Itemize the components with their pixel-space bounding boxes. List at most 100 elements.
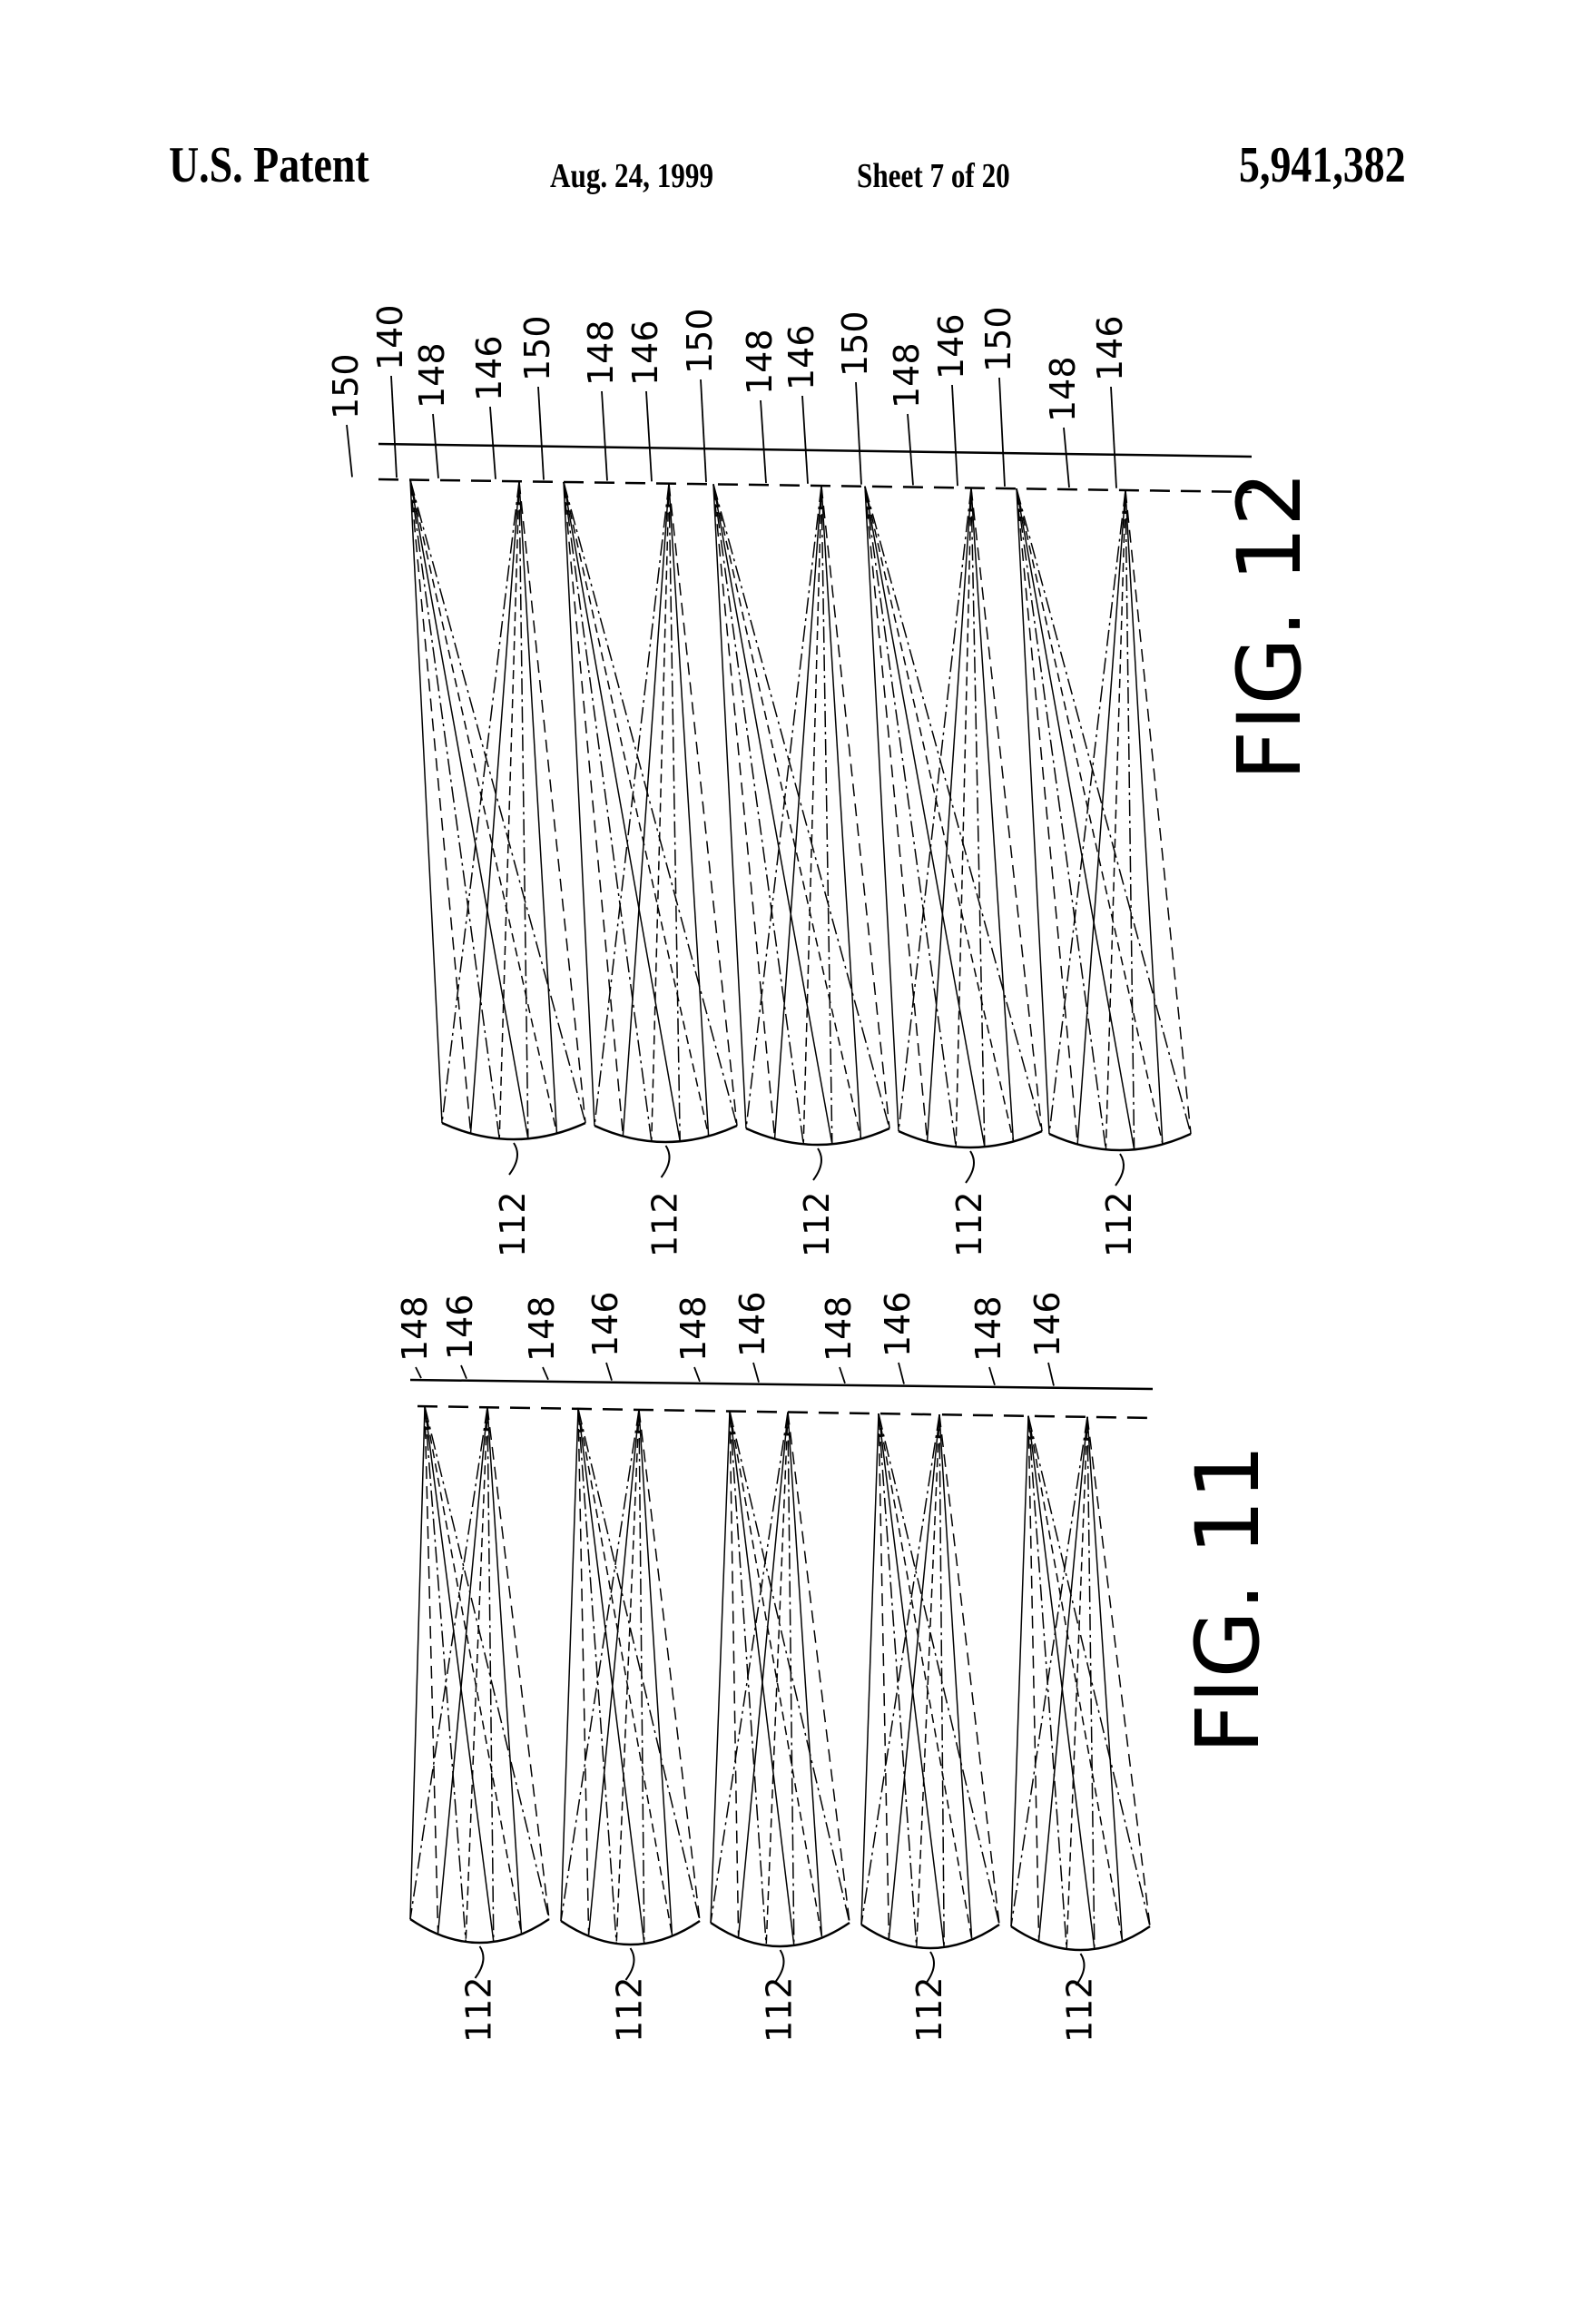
leader-line bbox=[855, 381, 862, 485]
reference-numeral-label: 146 bbox=[732, 1291, 772, 1357]
reference-plane-line bbox=[409, 1378, 1154, 1391]
reference-numeral-label: 146 bbox=[469, 335, 509, 401]
lens-leader-line bbox=[474, 1945, 485, 1979]
reference-numeral-label: 150 bbox=[326, 353, 366, 419]
light-ray bbox=[712, 484, 747, 1129]
lens-label-112: 112 bbox=[610, 1976, 650, 2043]
light-ray bbox=[864, 486, 957, 1147]
lens-label-112: 112 bbox=[949, 1191, 989, 1257]
lens-leader-line bbox=[508, 1142, 518, 1176]
light-ray bbox=[409, 479, 529, 1139]
light-ray bbox=[820, 486, 833, 1145]
light-ray bbox=[710, 1412, 789, 1924]
light-ray bbox=[938, 1414, 1000, 1925]
light-ray bbox=[409, 479, 558, 1133]
leader-line bbox=[346, 424, 353, 478]
light-ray bbox=[1125, 489, 1135, 1150]
reference-numeral-label: 146 bbox=[781, 324, 821, 390]
light-ray bbox=[560, 1408, 579, 1922]
leader-line bbox=[752, 1362, 760, 1383]
light-ray bbox=[787, 1412, 823, 1937]
leader-line bbox=[693, 1366, 701, 1383]
leader-line bbox=[988, 1366, 996, 1386]
lens-leader-line bbox=[774, 1949, 785, 1983]
light-ray bbox=[577, 1408, 645, 1944]
leader-line bbox=[390, 375, 398, 478]
lens-112-arc bbox=[1048, 1132, 1192, 1152]
lens-leader-line bbox=[965, 1150, 975, 1184]
light-ray bbox=[409, 479, 443, 1124]
leader-line bbox=[700, 379, 707, 483]
reference-numeral-label: 148 bbox=[581, 320, 621, 386]
light-ray bbox=[1027, 1415, 1096, 1949]
light-ray bbox=[1125, 489, 1192, 1135]
lens-leader-line bbox=[1075, 1953, 1086, 1986]
light-ray bbox=[898, 487, 972, 1132]
light-ray bbox=[1016, 488, 1164, 1144]
light-ray bbox=[888, 1414, 940, 1939]
reference-numeral-label: 148 bbox=[740, 329, 780, 395]
light-ray bbox=[938, 1414, 945, 1947]
light-ray bbox=[577, 1408, 590, 1935]
light-ray bbox=[441, 481, 520, 1124]
light-ray bbox=[970, 487, 1043, 1132]
reference-numeral-label: 148 bbox=[819, 1295, 859, 1362]
reference-numeral-label: 140 bbox=[370, 304, 410, 370]
light-ray bbox=[409, 479, 472, 1133]
light-ray bbox=[802, 486, 822, 1145]
reference-numeral-label: 148 bbox=[887, 342, 927, 409]
light-ray bbox=[563, 481, 624, 1136]
leader-line bbox=[645, 390, 653, 482]
reference-numeral-label: 150 bbox=[680, 308, 720, 374]
light-ray bbox=[668, 483, 681, 1142]
light-ray bbox=[651, 483, 670, 1142]
leader-line bbox=[839, 1366, 846, 1384]
light-ray bbox=[916, 1414, 940, 1947]
lens-112-arc bbox=[1010, 1925, 1151, 1952]
light-ray bbox=[668, 483, 738, 1127]
light-ray bbox=[878, 1413, 945, 1947]
leader-line bbox=[1063, 427, 1070, 488]
lens-112-arc bbox=[594, 1124, 738, 1144]
light-ray bbox=[878, 1413, 1000, 1925]
light-ray bbox=[926, 487, 972, 1141]
lens-leader-line bbox=[660, 1145, 671, 1178]
light-ray bbox=[1076, 489, 1126, 1144]
reference-numeral-label: 148 bbox=[522, 1295, 562, 1362]
light-ray bbox=[577, 1408, 673, 1935]
light-ray bbox=[587, 1409, 640, 1935]
light-ray bbox=[518, 481, 586, 1124]
light-ray bbox=[498, 481, 520, 1139]
reference-numeral-label: 146 bbox=[585, 1291, 625, 1357]
reference-numeral-label: 150 bbox=[517, 315, 557, 381]
light-ray bbox=[1125, 489, 1164, 1144]
light-ray bbox=[594, 483, 670, 1127]
figure-title: FIG. 12 bbox=[1219, 471, 1321, 781]
leader-line bbox=[432, 413, 439, 478]
light-ray bbox=[486, 1407, 495, 1942]
light-ray bbox=[577, 1408, 617, 1944]
light-ray bbox=[1105, 489, 1126, 1150]
light-ray bbox=[864, 486, 899, 1132]
light-ray bbox=[712, 484, 890, 1129]
leader-line bbox=[907, 413, 914, 486]
lens-label-112: 112 bbox=[797, 1191, 837, 1257]
light-ray bbox=[1086, 1416, 1124, 1941]
light-ray bbox=[878, 1413, 918, 1947]
light-ray bbox=[765, 1412, 789, 1945]
light-ray bbox=[729, 1411, 795, 1945]
light-ray bbox=[864, 486, 986, 1147]
patent-label: U.S. Patent bbox=[169, 137, 369, 193]
light-ray bbox=[1027, 1415, 1040, 1941]
reference-plane-line bbox=[378, 442, 1253, 458]
light-ray bbox=[864, 486, 1043, 1132]
light-ray bbox=[622, 483, 670, 1136]
light-ray bbox=[729, 1411, 823, 1937]
light-ray bbox=[638, 1409, 673, 1935]
light-ray bbox=[1048, 489, 1126, 1135]
patent-number: 5,941,382 bbox=[1239, 137, 1406, 193]
reference-numeral-label: 148 bbox=[1043, 356, 1083, 422]
reference-numeral-label: 148 bbox=[412, 342, 452, 409]
